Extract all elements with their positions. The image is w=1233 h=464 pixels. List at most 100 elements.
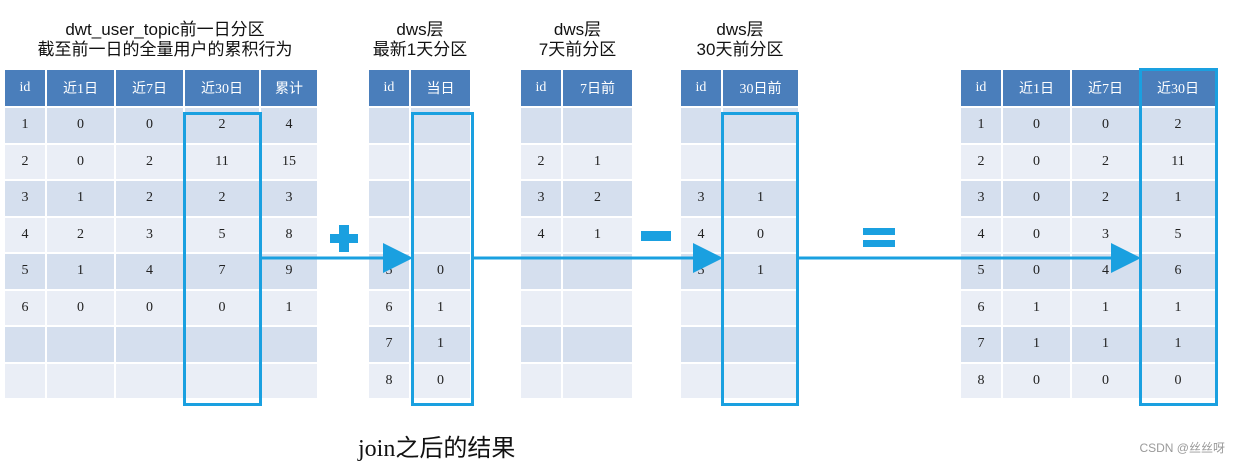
table-cell: 1 [5,108,45,143]
title-line-2: 30天前分区 [696,40,784,59]
table-row [681,144,798,179]
table-cell [47,327,114,362]
table-cell: 3 [961,181,1001,216]
table-cell: 1 [1072,327,1139,362]
table-cell [563,254,632,289]
table-cell: 2 [47,217,114,252]
table-row [5,327,317,362]
table-cell [563,363,632,398]
column-header: id [521,70,561,106]
table-cell: 1 [47,181,114,216]
column-header: id [369,70,409,106]
column-header: id [5,70,45,106]
table-cell: 0 [1141,363,1215,398]
table-cell: 0 [1072,363,1139,398]
table-cell: 1 [563,144,632,179]
table-cell: 1 [1141,290,1215,325]
table-cell [261,327,317,362]
table-cell: 0 [47,290,114,325]
table-cell: 2 [1072,144,1139,179]
table-cell: 4 [261,108,317,143]
result-caption: join之后的结果 [358,436,516,462]
table-cell: 2 [521,144,561,179]
table-cell: 5 [185,217,259,252]
table-cell: 1 [563,217,632,252]
table-cell: 11 [1141,144,1215,179]
table-cell: 1 [1003,290,1070,325]
table-cell: 1 [1141,327,1215,362]
table-cell: 3 [5,181,45,216]
table-row [5,363,317,398]
table-row [681,363,798,398]
table-cell: 0 [1003,108,1070,143]
table-row [681,290,798,325]
table-cell: 15 [261,144,317,179]
table-cell [723,327,798,362]
table-row [521,254,632,289]
title-line-1: dwt_user_topic前一日分区 [65,20,265,39]
table-cell [681,363,721,398]
table-cell: 2 [185,181,259,216]
column-header: 近30日 [1141,70,1215,106]
column-header: 30日前 [723,70,798,106]
table-cell: 0 [1003,144,1070,179]
table-cell: 0 [1072,108,1139,143]
table-cell: 1 [261,290,317,325]
table-cell: 0 [1003,254,1070,289]
column-header: 累计 [261,70,317,106]
table-cell: 11 [185,144,259,179]
title-line-1: dws层 [553,20,602,39]
table-cell: 1 [47,254,114,289]
column-header: id [681,70,721,106]
column-header: 近1日 [1003,70,1070,106]
table-row [681,327,798,362]
title-dws-30day: dws层 30天前分区 [670,20,810,60]
table-cell [723,144,798,179]
table-cell: 4 [961,217,1001,252]
table-cell [681,327,721,362]
table-cell: 2 [116,181,183,216]
table-cell: 0 [1003,217,1070,252]
table-cell: 0 [411,363,470,398]
table-cell [521,363,561,398]
table-cell: 1 [961,108,1001,143]
table-cell [261,363,317,398]
watermark: CSDN @丝丝呀 [1139,441,1225,455]
table-cell: 4 [116,254,183,289]
column-header: 近30日 [185,70,259,106]
table-row [369,144,470,179]
table-cell [521,327,561,362]
table-cell: 1 [411,327,470,362]
column-header: 近7日 [116,70,183,106]
table-cell: 2 [1141,108,1215,143]
table-cell: 2 [961,144,1001,179]
table-cell: 9 [261,254,317,289]
table-cell [369,108,409,143]
table-cell [411,181,470,216]
table-cell: 8 [961,363,1001,398]
table-cell: 5 [961,254,1001,289]
table-cell [5,363,45,398]
table-cell: 0 [116,290,183,325]
table-cell [5,327,45,362]
table-cell [521,254,561,289]
table-row [521,290,632,325]
table-cell [681,144,721,179]
table-cell: 3 [521,181,561,216]
